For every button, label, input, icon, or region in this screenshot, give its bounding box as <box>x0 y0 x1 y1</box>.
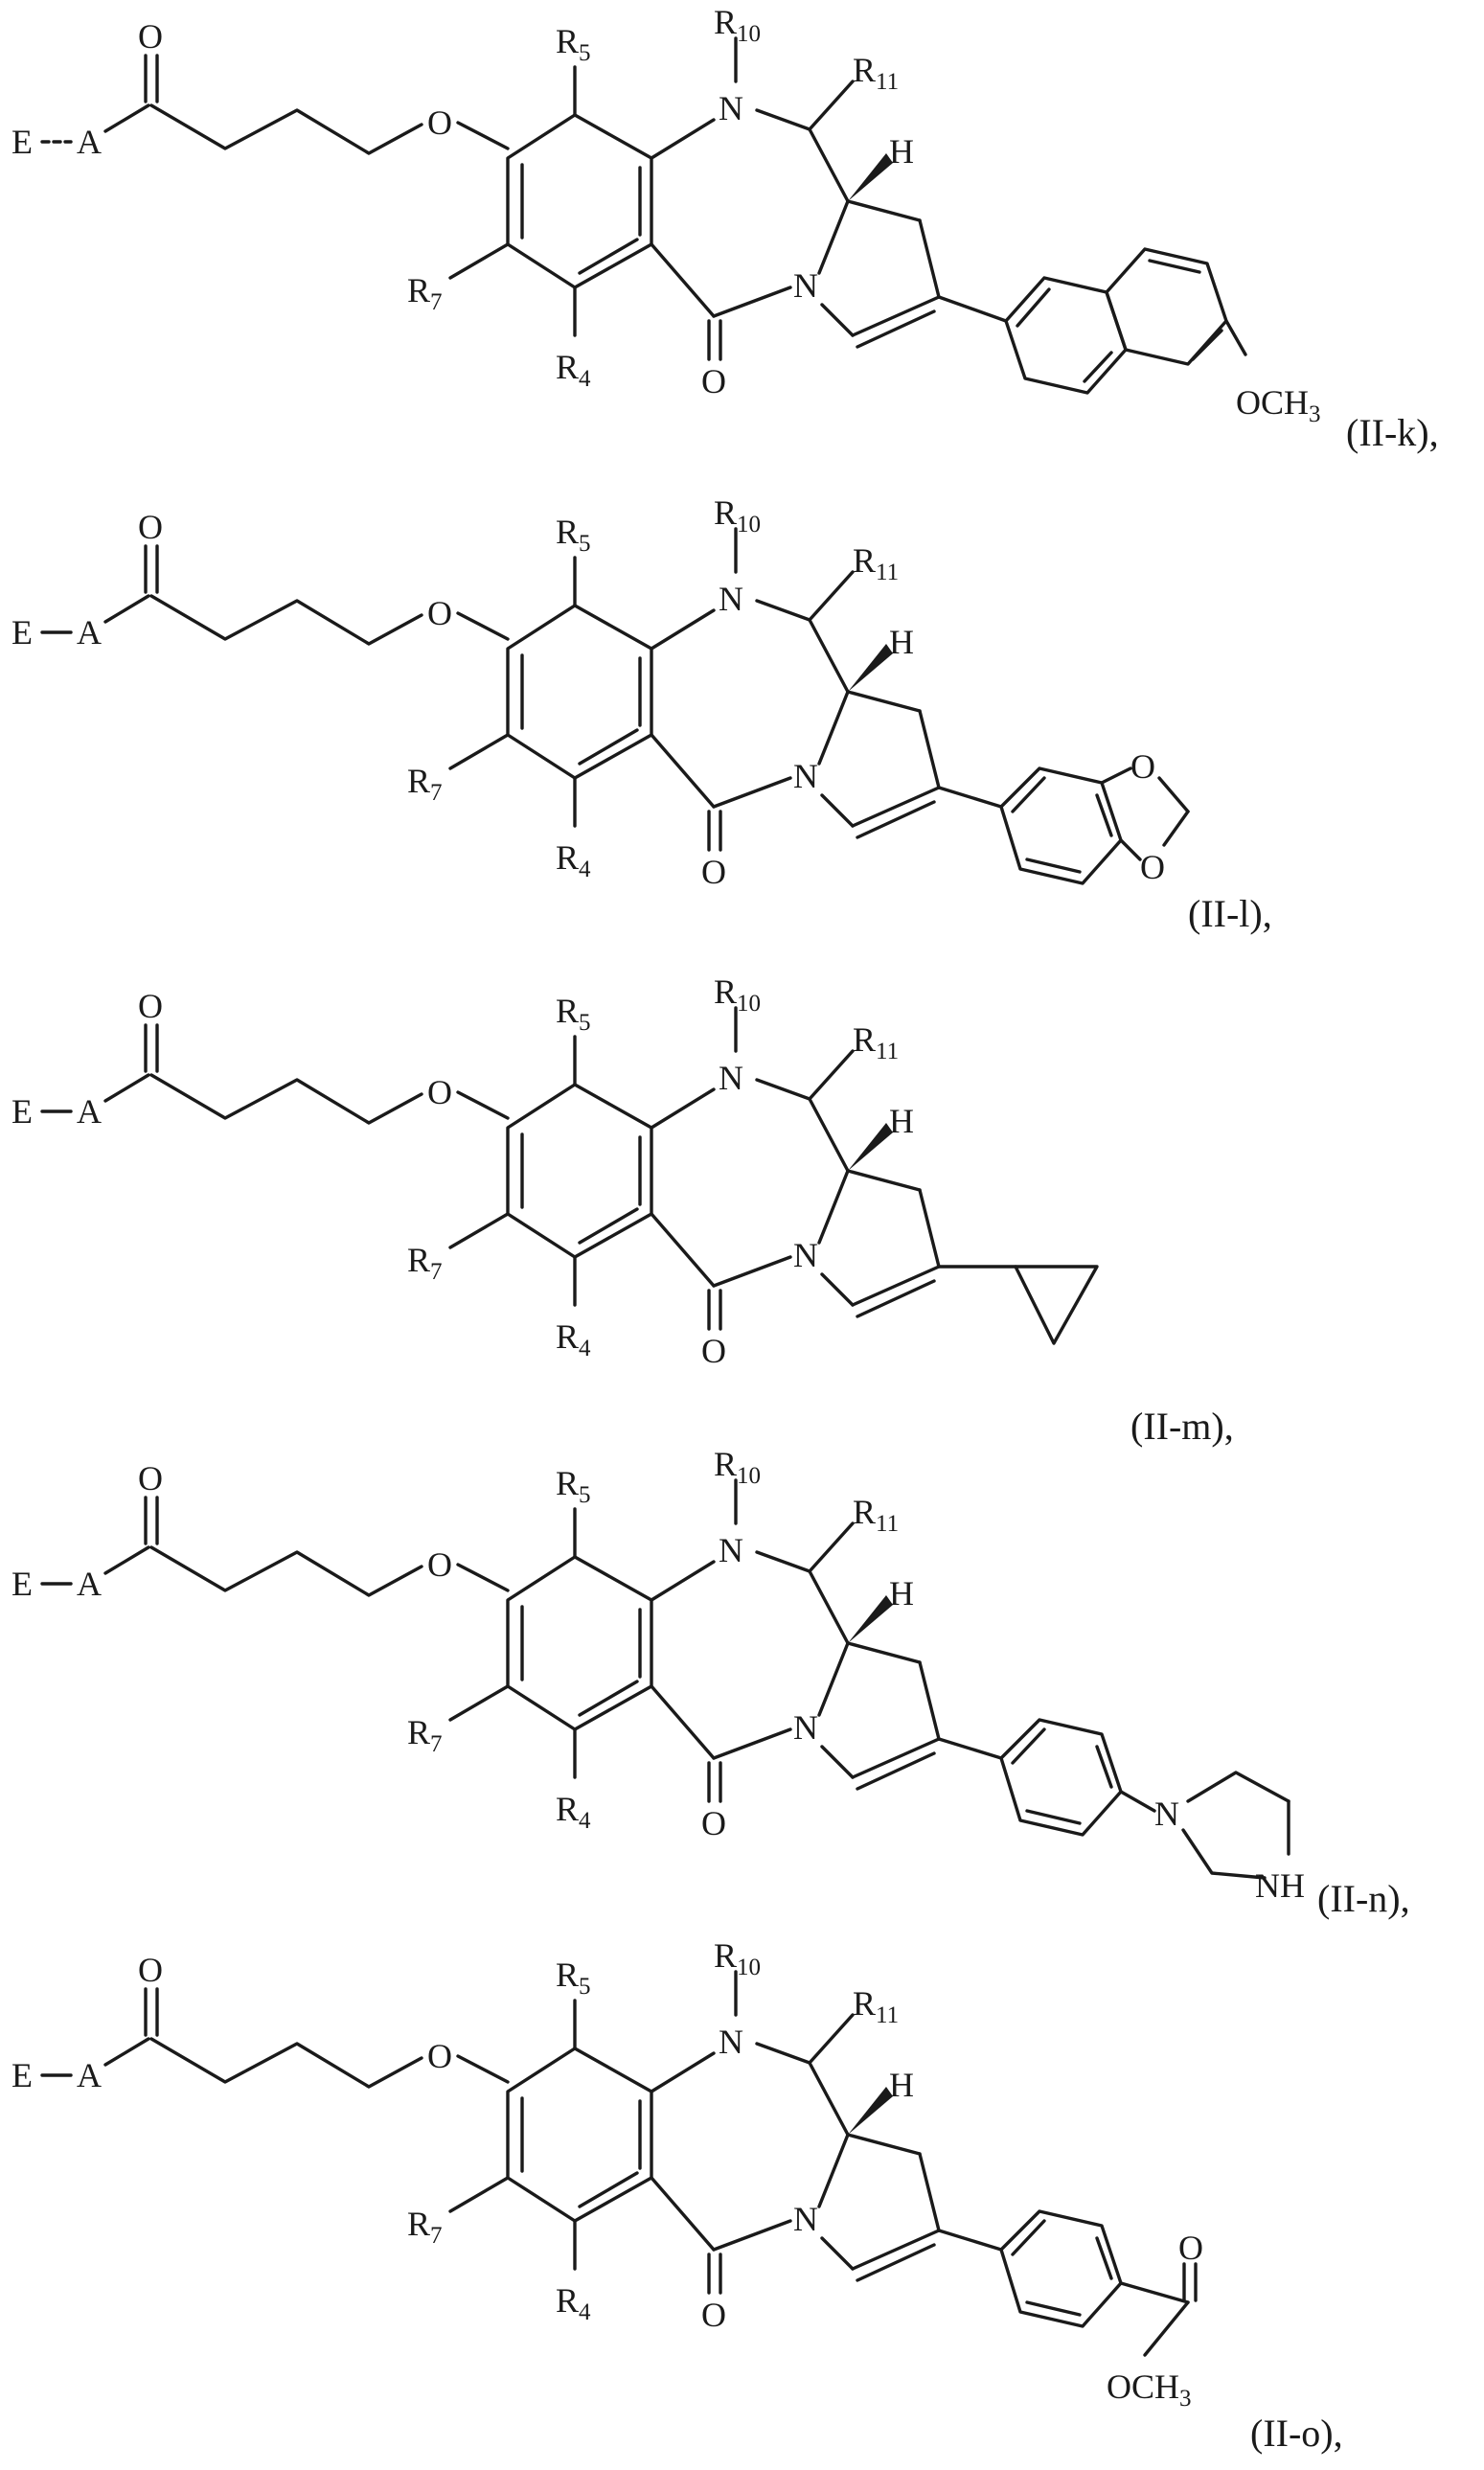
N-pyrrole-label: N <box>793 757 818 795</box>
H-label: H <box>889 2066 914 2104</box>
N10-label: N <box>719 1531 743 1569</box>
core-scaffold: E A O O R5 R7 R4 N R10 R11 H N O <box>11 1445 939 1842</box>
lactam-O-label: O <box>701 1804 726 1842</box>
core-scaffold: E A O O R5 R7 R4 N R10 R11 H N O <box>11 493 939 891</box>
compound-label-II-n: (II-n), <box>1317 1877 1410 1920</box>
substituent-cyclopropyl <box>939 1267 1097 1343</box>
R7-label: R7 <box>407 1713 443 1757</box>
stereo-wedge <box>848 1595 893 1643</box>
R10-label: R10 <box>714 3 761 47</box>
R11-label: R11 <box>853 1984 899 2028</box>
R10-label: R10 <box>714 1936 761 1980</box>
R5-label: R5 <box>556 1464 591 1508</box>
R4-label: R4 <box>556 2281 591 2325</box>
compound-label-II-o: (II-o), <box>1250 2412 1343 2455</box>
structure-II-k: E A O O R5 R7 R4 N R10 R11 H N <box>11 3 1439 454</box>
substituent-naphthalene: OCH3 <box>939 249 1321 427</box>
R11-label: R11 <box>853 1020 899 1064</box>
A-label: A <box>77 123 102 161</box>
R5-label: R5 <box>556 22 591 66</box>
H-label: H <box>889 1102 914 1140</box>
N-pyrrole-label: N <box>793 266 818 305</box>
stereo-wedge <box>848 1123 893 1171</box>
A-label: A <box>77 613 102 652</box>
dioxole-O2-label: O <box>1140 848 1165 886</box>
carbonyl-O-label: O <box>138 1459 163 1498</box>
N10-label: N <box>719 1059 743 1097</box>
R10-label: R10 <box>714 1445 761 1489</box>
ether-O-label: O <box>427 1545 452 1584</box>
R4-label: R4 <box>556 838 591 882</box>
E-label: E <box>11 123 33 161</box>
R5-label: R5 <box>556 513 591 557</box>
carbonyl-O-label: O <box>138 987 163 1025</box>
substituent-phenylpiperazine: N NH <box>939 1720 1305 1905</box>
R11-label: R11 <box>853 541 899 585</box>
ether-O-label: O <box>427 103 452 142</box>
A-label: A <box>77 1092 102 1131</box>
substituent-methylbenzoate: O OCH3 <box>939 2211 1203 2412</box>
N-pyrrole-label: N <box>793 2200 818 2238</box>
ether-O-label: O <box>427 1073 452 1111</box>
R4-label: R4 <box>556 1317 591 1361</box>
carbonyl-O-label: O <box>138 17 163 56</box>
lactam-O-label: O <box>701 853 726 891</box>
H-label: H <box>889 623 914 661</box>
ether-O-label: O <box>427 594 452 632</box>
N10-label: N <box>719 89 743 127</box>
E-label: E <box>11 1092 33 1131</box>
R10-label: R10 <box>714 493 761 537</box>
E-label: E <box>11 1565 33 1603</box>
A-label: A <box>77 1565 102 1603</box>
N10-label: N <box>719 580 743 618</box>
N-pyrrole-label: N <box>793 1236 818 1274</box>
R5-label: R5 <box>556 1955 591 2000</box>
ester-OCH3-label: OCH3 <box>1107 2367 1192 2412</box>
structure-II-l: E A O O R5 R7 R4 N R10 R11 H N O <box>11 493 1272 935</box>
lactam-O-label: O <box>701 2296 726 2334</box>
carbonyl-O-label: O <box>138 1951 163 1989</box>
substituent-benzodioxole: O O <box>939 747 1188 886</box>
H-label: H <box>889 1574 914 1612</box>
compound-label-II-l: (II-l), <box>1188 892 1272 935</box>
structure-II-n: E A O O R5 R7 R4 N R10 R11 H N O <box>11 1445 1410 1920</box>
R4-label: R4 <box>556 1790 591 1834</box>
stereo-wedge <box>848 153 893 201</box>
core-scaffold: E A O O R5 R7 R4 N R10 R11 H N <box>11 3 939 400</box>
compound-label-II-k: (II-k), <box>1346 411 1439 454</box>
R7-label: R7 <box>407 1241 443 1285</box>
lactam-O-label: O <box>701 362 726 400</box>
core-scaffold: E A O O R5 R7 R4 N R10 R11 H N O <box>11 1936 939 2334</box>
R7-label: R7 <box>407 762 443 806</box>
structure-II-o: E A O O R5 R7 R4 N R10 R11 H N O <box>11 1936 1343 2455</box>
ether-O-label: O <box>427 2037 452 2075</box>
carbonyl-O-label: O <box>138 508 163 546</box>
R11-label: R11 <box>853 51 899 95</box>
R10-label: R10 <box>714 972 761 1017</box>
stereo-wedge <box>848 2087 893 2135</box>
stereo-wedge <box>848 644 893 692</box>
N10-label: N <box>719 2023 743 2061</box>
N-pyrrole-label: N <box>793 1708 818 1747</box>
R7-label: R7 <box>407 271 443 315</box>
R5-label: R5 <box>556 992 591 1036</box>
core-scaffold: E A O O R5 R7 R4 N R10 R11 H N O <box>11 972 939 1370</box>
lactam-O-label: O <box>701 1332 726 1370</box>
piperazine-NH-label: NH <box>1255 1866 1305 1905</box>
E-label: E <box>11 2056 33 2094</box>
R11-label: R11 <box>853 1493 899 1537</box>
OCH3-label: OCH3 <box>1236 383 1321 427</box>
compound-label-II-m: (II-m), <box>1130 1405 1234 1448</box>
R4-label: R4 <box>556 348 591 392</box>
ester-carbonyl-O-label: O <box>1178 2229 1203 2267</box>
E-label: E <box>11 613 33 652</box>
dioxole-O1-label: O <box>1130 747 1155 786</box>
piperazine-N-label: N <box>1154 1795 1179 1833</box>
structure-II-m: E A O O R5 R7 R4 N R10 R11 H N O <box>11 972 1234 1448</box>
R7-label: R7 <box>407 2205 443 2249</box>
A-label: A <box>77 2056 102 2094</box>
H-label: H <box>889 132 914 171</box>
